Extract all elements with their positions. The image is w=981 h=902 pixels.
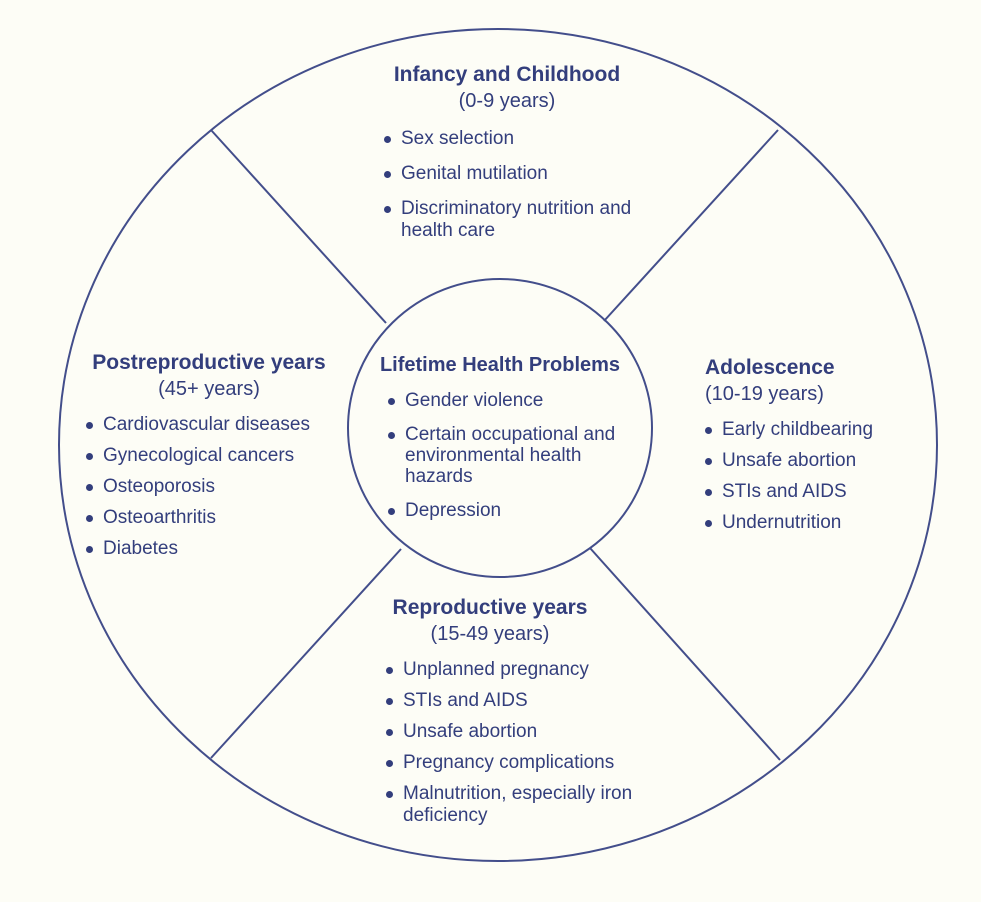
list-item: Genital mutilation	[384, 163, 642, 185]
quadrant-title: Infancy and Childhood	[393, 63, 621, 86]
bullet-icon	[388, 508, 395, 515]
quadrant-title: Reproductive years	[392, 596, 588, 619]
quadrant-item-list: Unplanned pregnancy STIs and AIDS Unsafe…	[386, 659, 650, 827]
list-item: Cardiovascular diseases	[86, 414, 335, 436]
list-item: Pregnancy complications	[386, 752, 650, 774]
bullet-icon	[86, 484, 93, 491]
quadrant-adolescence: Adolescence (10-19 years) Early childbea…	[705, 355, 905, 543]
list-item-label: Unplanned pregnancy	[403, 659, 589, 680]
list-item: Discriminatory nutrition and health care	[384, 198, 642, 242]
bullet-icon	[86, 546, 93, 553]
center-lifetime-health-problems: Lifetime Health Problems Gender violence…	[375, 352, 625, 534]
bullet-icon	[386, 729, 393, 736]
bullet-icon	[86, 422, 93, 429]
divider-line-lower-right	[589, 547, 781, 761]
bullet-icon	[86, 515, 93, 522]
bullet-icon	[86, 453, 93, 460]
bullet-icon	[388, 398, 395, 405]
bullet-icon	[705, 489, 712, 496]
bullet-icon	[386, 760, 393, 767]
list-item: Depression	[388, 500, 625, 521]
list-item: Gynecological cancers	[86, 445, 335, 467]
quadrant-title: Postreproductive years	[92, 351, 326, 374]
list-item-label: Certain occupational and environmental h…	[405, 424, 616, 487]
list-item: Early childbearing	[705, 419, 905, 441]
list-item: Sex selection	[384, 128, 642, 150]
list-item: Diabetes	[86, 538, 335, 560]
bullet-icon	[705, 458, 712, 465]
bullet-icon	[384, 136, 391, 143]
list-item-label: Early childbearing	[722, 419, 874, 440]
divider-line-lower-left	[210, 548, 402, 759]
bullet-icon	[384, 206, 391, 213]
bullet-icon	[388, 432, 395, 439]
list-item: Undernutrition	[705, 512, 905, 534]
divider-line-upper-right	[603, 129, 779, 322]
list-item-label: Unsafe abortion	[403, 721, 538, 742]
list-item-label: Cardiovascular diseases	[103, 414, 310, 435]
list-item: STIs and AIDS	[705, 481, 905, 503]
list-item-label: Genital mutilation	[401, 163, 548, 184]
list-item: Certain occupational and environmental h…	[388, 424, 625, 487]
list-item-label: Osteoarthritis	[103, 507, 216, 528]
list-item-label: Gender violence	[405, 390, 544, 411]
quadrant-postreproductive-years: Postreproductive years (45+ years) Cardi…	[83, 350, 335, 569]
center-item-list: Gender violence Certain occupational and…	[388, 390, 625, 521]
list-item-label: Osteoporosis	[103, 476, 215, 497]
quadrant-item-list: Sex selection Genital mutilation Discrim…	[384, 128, 642, 242]
list-item: STIs and AIDS	[386, 690, 650, 712]
outer-circle	[58, 28, 938, 862]
quadrant-age-range: (0-9 years)	[458, 90, 556, 112]
list-item-label: Undernutrition	[722, 512, 842, 533]
bullet-icon	[386, 698, 393, 705]
inner-circle	[347, 278, 653, 578]
list-item-label: STIs and AIDS	[722, 481, 847, 502]
quadrant-age-range: (10-19 years)	[705, 383, 824, 405]
divider-line-upper-left	[210, 129, 387, 324]
list-item-label: Unsafe abortion	[722, 450, 857, 471]
list-item: Malnutrition, especially iron deficiency	[386, 783, 650, 827]
list-item: Osteoarthritis	[86, 507, 335, 529]
list-item-label: Depression	[405, 500, 502, 521]
list-item-label: STIs and AIDS	[403, 690, 528, 711]
list-item-label: Gynecological cancers	[103, 445, 295, 466]
quadrant-age-range: (45+ years)	[158, 378, 260, 400]
list-item-label: Sex selection	[401, 128, 515, 149]
bullet-icon	[386, 791, 393, 798]
list-item-label: Malnutrition, especially iron deficiency	[403, 783, 633, 826]
list-item-label: Pregnancy complications	[403, 752, 615, 773]
quadrant-reproductive-years: Reproductive years (15-49 years) Unplann…	[350, 595, 650, 836]
bullet-icon	[384, 171, 391, 178]
bullet-icon	[386, 667, 393, 674]
list-item: Unsafe abortion	[705, 450, 905, 472]
list-item: Unplanned pregnancy	[386, 659, 650, 681]
center-title: Lifetime Health Problems	[379, 354, 621, 376]
quadrant-title: Adolescence	[705, 356, 835, 379]
quadrant-age-range: (15-49 years)	[430, 623, 550, 645]
list-item: Osteoporosis	[86, 476, 335, 498]
quadrant-item-list: Early childbearing Unsafe abortion STIs …	[705, 419, 905, 534]
quadrant-item-list: Cardiovascular diseases Gynecological ca…	[86, 414, 335, 560]
list-item-label: Discriminatory nutrition and health care	[401, 198, 632, 241]
list-item: Unsafe abortion	[386, 721, 650, 743]
list-item: Gender violence	[388, 390, 625, 411]
quadrant-infancy-childhood: Infancy and Childhood (0-9 years) Sex se…	[372, 62, 642, 255]
bullet-icon	[705, 427, 712, 434]
list-item-label: Diabetes	[103, 538, 178, 559]
bullet-icon	[705, 520, 712, 527]
